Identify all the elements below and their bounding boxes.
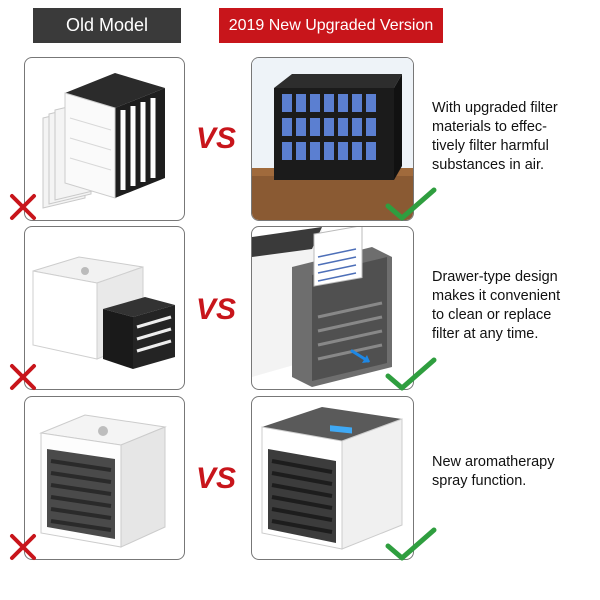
old-cooler-front-image: [39, 414, 167, 548]
old-model-panel-2: [24, 226, 185, 390]
description-line: substances in air.: [432, 157, 545, 173]
description-row-3: New aromatherapy spray function.: [432, 453, 574, 491]
description-line: spray function.: [432, 473, 527, 489]
new-version-panel-1: [251, 57, 414, 221]
old-model-panel-3: [24, 396, 185, 560]
vs-icon: VS: [196, 122, 236, 155]
new-filter-image: [252, 58, 413, 220]
svg-text:VS: VS: [196, 462, 236, 495]
green-check-icon: [385, 527, 437, 561]
description-line: makes it convenient: [432, 288, 561, 304]
description-line: to clean or replace: [432, 307, 552, 323]
old-model-header: Old Model: [33, 8, 181, 43]
description-line: tively filter harmful: [432, 138, 549, 154]
description-line: materials to effec-: [432, 119, 547, 135]
red-x-icon: [10, 194, 36, 220]
new-version-header: 2019 New Upgraded Version: [219, 8, 443, 43]
red-x-icon: [10, 534, 36, 560]
svg-text:VS: VS: [196, 293, 236, 326]
description-line: With upgraded filter: [432, 100, 558, 116]
description-line: filter at any time.: [432, 326, 539, 342]
new-version-panel-3: [251, 396, 414, 560]
description-line: Drawer-type design: [432, 269, 558, 285]
description-row-1: With upgraded filter materials to effec-…: [432, 99, 574, 175]
svg-text:VS: VS: [196, 122, 236, 155]
green-check-icon: [385, 357, 437, 391]
new-cooler-image: [261, 407, 403, 550]
old-model-panel-1: [24, 57, 185, 221]
vs-icon: VS: [196, 462, 236, 495]
description-line: New aromatherapy: [432, 454, 555, 470]
vs-icon: VS: [196, 293, 236, 326]
description-row-2: Drawer-type design makes it convenient t…: [432, 268, 574, 344]
drawer-filter-image: [252, 227, 392, 387]
old-filter-image: [42, 73, 165, 209]
new-version-panel-2: [251, 226, 414, 390]
green-check-icon: [385, 187, 437, 221]
old-cooler-drawer-image: [32, 256, 175, 369]
red-x-icon: [10, 364, 36, 390]
